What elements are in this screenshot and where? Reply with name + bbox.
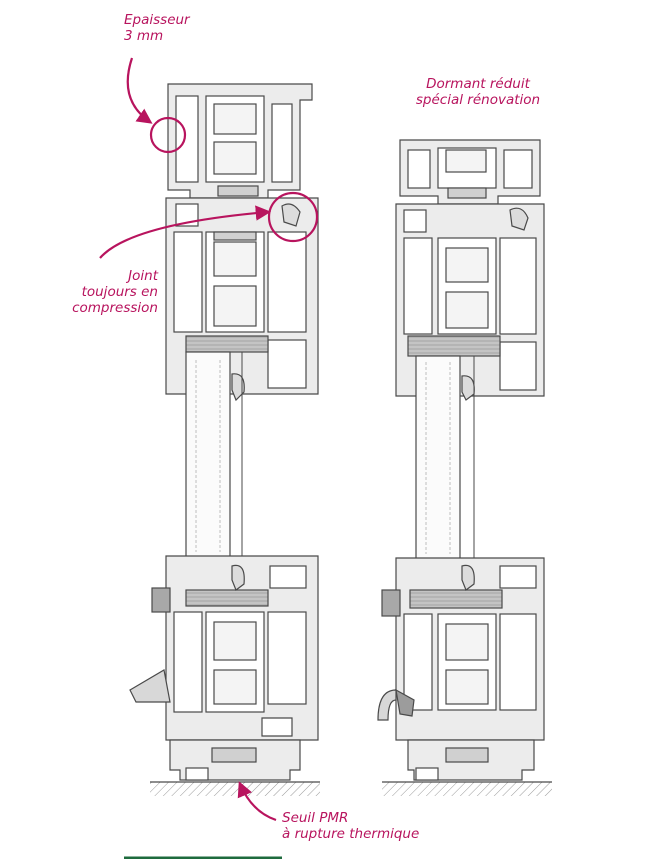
thickness-label: Epaisseur 3 mm <box>124 12 190 44</box>
gasket-line-2: toujours en <box>81 284 158 300</box>
right-profile-section <box>377 139 545 781</box>
gasket-arrow <box>99 205 272 259</box>
thickness-circle <box>149 116 187 154</box>
gasket-label: Joint toujours en compression <box>40 268 158 316</box>
reduced-frame-label: Dormant réduit spécial rénovation <box>398 76 558 108</box>
threshold-label: Seuil PMR à rupture thermique <box>282 810 419 842</box>
left-floor <box>150 782 320 796</box>
callouts <box>99 57 319 822</box>
gasket-line-1: Joint <box>128 268 158 284</box>
threshold-line-1: Seuil PMR <box>282 810 349 826</box>
threshold-arrow <box>237 781 277 822</box>
reduced-frame-line-2: spécial rénovation <box>415 92 541 108</box>
right-floor <box>382 782 552 796</box>
thickness-line-1: Epaisseur <box>124 12 190 28</box>
left-profile-section <box>129 83 319 781</box>
thickness-arrow <box>126 57 153 124</box>
left-glass-pane <box>185 351 231 561</box>
reduced-frame-line-1: Dormant réduit <box>426 76 530 92</box>
right-glass-pane <box>415 355 461 563</box>
thickness-line-2: 3 mm <box>124 28 164 44</box>
threshold-line-2: à rupture thermique <box>282 826 420 842</box>
gasket-line-3: compression <box>72 300 158 316</box>
